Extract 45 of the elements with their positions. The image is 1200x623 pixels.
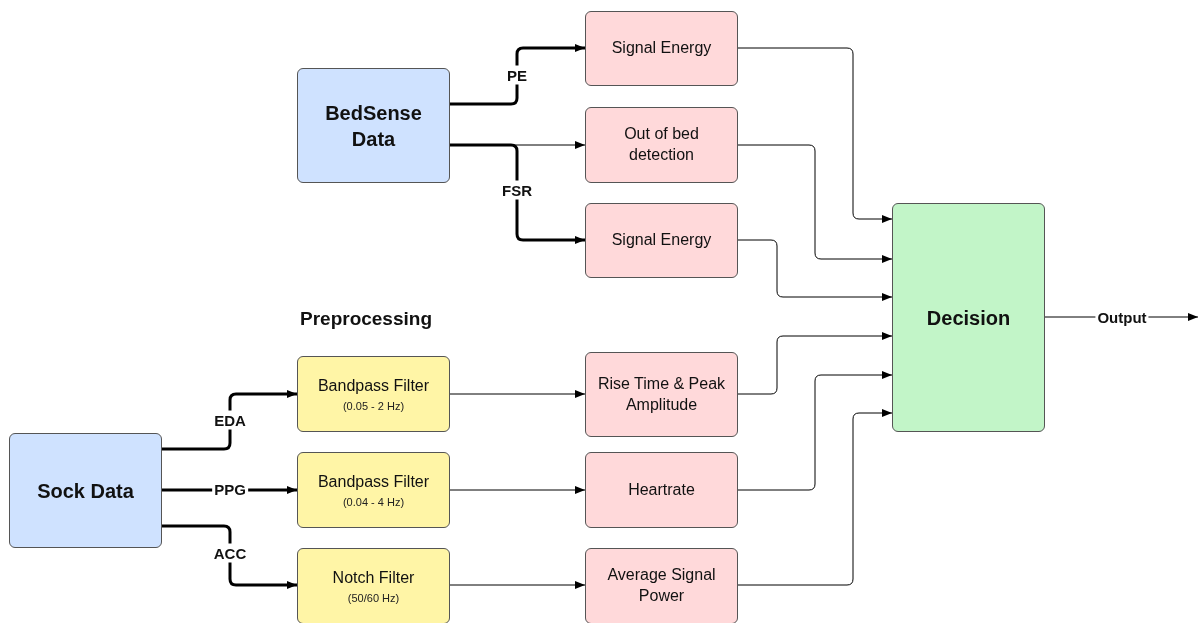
filter-box <box>297 452 450 528</box>
edge-label: FSR <box>500 180 534 200</box>
arrow <box>737 144 893 263</box>
feature-box <box>585 11 738 86</box>
arrow <box>450 143 585 244</box>
arrow <box>737 371 893 491</box>
node-title: Notch Filter <box>332 568 415 589</box>
node-title: Signal Energy <box>611 38 712 59</box>
section-heading: Preprocessing <box>300 308 432 330</box>
decision-box <box>892 203 1045 432</box>
node-title: Signal Energy <box>611 230 712 251</box>
feature-box <box>585 548 738 623</box>
node-title: Bandpass Filter <box>317 376 430 397</box>
arrow <box>737 332 893 395</box>
arrow <box>737 47 893 223</box>
arrow <box>449 486 586 494</box>
node-title: Rise Time & Peak Amplitude <box>596 373 727 415</box>
node-title: Decision <box>926 305 1011 331</box>
edge-label: ACC <box>211 543 249 563</box>
node-subtitle: (0.05 - 2 Hz) <box>342 399 405 412</box>
arrow <box>162 390 297 451</box>
node-title: Bandpass Filter <box>317 472 430 493</box>
feature-box <box>585 352 738 437</box>
data-source-box <box>9 433 162 548</box>
node-subtitle: (50/60 Hz) <box>347 591 400 604</box>
edge-label: EDA <box>212 410 248 430</box>
data-source-box <box>297 68 450 183</box>
node-title: Out of bed detection <box>623 124 700 165</box>
arrow <box>449 581 586 589</box>
arrow <box>737 409 893 586</box>
edge-label: PE <box>505 65 529 85</box>
node-title: Heartrate <box>628 479 695 500</box>
filter-box <box>297 356 450 432</box>
filter-box <box>297 548 450 623</box>
feature-box <box>585 452 738 528</box>
feature-box <box>585 107 738 183</box>
node-title: Average Signal Power <box>606 565 717 606</box>
node-subtitle: (0.04 - 4 Hz) <box>342 495 405 508</box>
arrow <box>450 44 585 106</box>
arrow <box>737 239 893 301</box>
arrow <box>162 524 297 589</box>
node-title: BedSense Data <box>324 100 423 152</box>
node-title: Sock Data <box>37 478 134 504</box>
feature-box <box>585 203 738 278</box>
arrow <box>449 390 586 398</box>
